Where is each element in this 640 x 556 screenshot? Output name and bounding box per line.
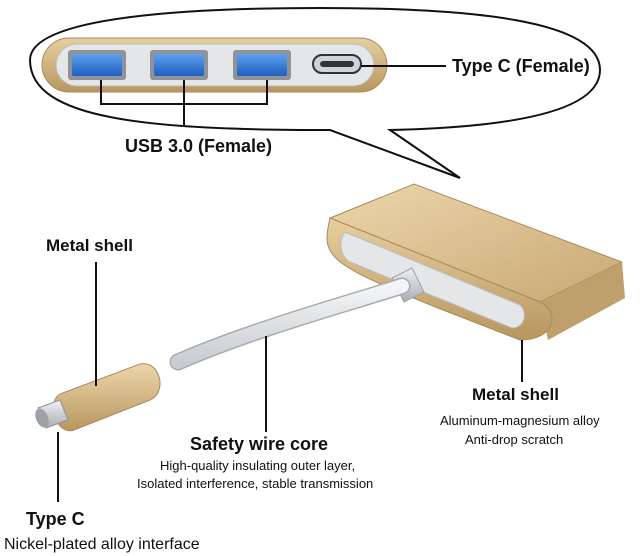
wire-core-title: Safety wire core (190, 434, 329, 454)
hub-body (326, 183, 625, 341)
type-c-plug-desc: Nickel-plated alloy interface (4, 536, 200, 553)
type-c-plug (35, 363, 161, 432)
usb-port-3 (233, 50, 291, 80)
usb-port-1 (68, 50, 126, 80)
metal-shell-body-line1: Aluminum-magnesium alloy (440, 413, 600, 428)
type-c-plug-title: Type C (26, 509, 85, 529)
usb-bracket-line (100, 80, 268, 125)
usb-3-female-label: USB 3.0 (Female) (125, 136, 273, 156)
wire-core-line2: Isolated interference, stable transmissi… (137, 476, 374, 491)
metal-shell-body-line2: Anti-drop scratch (465, 432, 564, 447)
usb-port-2 (150, 50, 208, 80)
type-c-port (312, 54, 362, 74)
metal-shell-body-label: Metal shell (472, 385, 559, 404)
metal-shell-plug-label: Metal shell (46, 236, 133, 255)
callout-bubble (28, 6, 602, 179)
type-c-female-label: Type C (Female) (452, 56, 590, 76)
wire-core-line1: High-quality insulating outer layer, (160, 458, 356, 473)
